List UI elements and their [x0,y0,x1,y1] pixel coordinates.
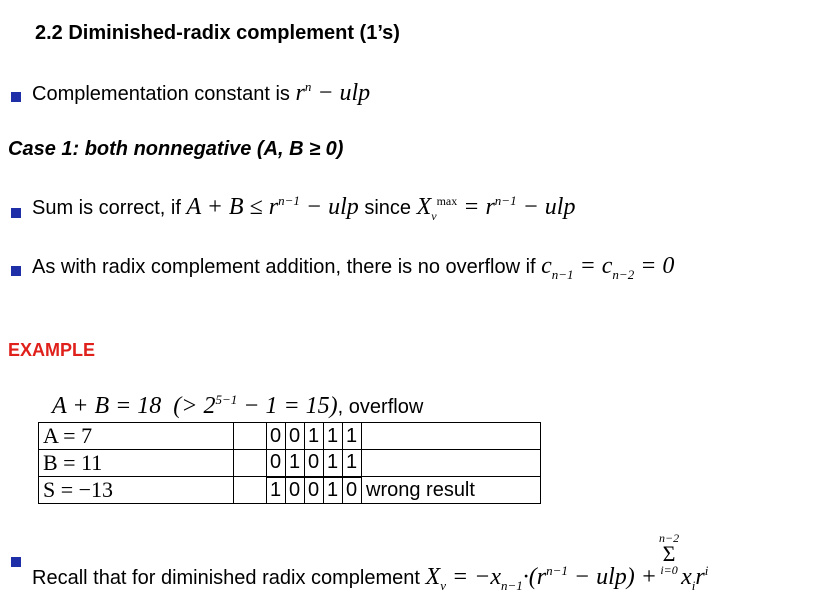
bit-cell: 0 [285,475,305,504]
square-bullet-icon [11,208,21,218]
example-title: EXAMPLE [8,340,96,360]
formula-carry-condition: cn−1 = cn−2 = 0 [541,253,675,282]
table-row: S = −13 1 0 0 1 0 wrong result [38,475,541,504]
formula-sum-condition: A + B ≤ rn−1 − ulp [186,193,359,220]
row-label: A = 7 [38,422,234,450]
note-cell: wrong result [361,476,541,504]
bit-cell: 1 [323,449,343,477]
square-bullet-icon [11,92,21,102]
bullet-text: As with radix complement addition, there… [32,256,542,278]
example-table: A = 7 0 0 1 1 1 B = 11 0 1 0 1 1 S = −13… [38,422,541,504]
bullet-text: Sum is correct, if [32,197,187,219]
bit-cell: 1 [342,422,362,450]
bit-cell: 1 [266,475,286,504]
bullet-text: Recall that for diminished radix complem… [32,567,426,589]
bullet-complement-constant: Complementation constant is rn − ulp [32,80,370,107]
table-row: B = 11 0 1 0 1 1 [38,449,541,477]
square-bullet-icon [11,266,21,276]
bullet-text: Complementation constant is [32,83,296,105]
bit-cell: 0 [342,475,362,504]
bit-cell: 1 [304,422,324,450]
bit-cell: 1 [323,475,343,504]
row-label: S = −13 [38,476,234,504]
square-bullet-icon [11,557,21,567]
bullet-sum-correct: Sum is correct, if A + B ≤ rn−1 − ulp si… [32,193,576,223]
bit-cell: 0 [285,422,305,450]
bit-cell: 1 [285,449,305,477]
table-row: A = 7 0 0 1 1 1 [38,422,541,450]
case-heading: Case 1: both nonnegative (A, B ≥ 0) [8,138,344,160]
bit-cell: 0 [304,449,324,477]
gap-cell [233,476,267,504]
bit-cell: 1 [342,449,362,477]
bullet-recall: Recall that for diminished radix complem… [32,531,708,592]
overflow-label: , overflow [337,396,424,418]
bit-cell: 0 [304,475,324,504]
section-heading: 2.2 Diminished-radix complement (1’s) [35,22,400,44]
bit-cell: 0 [266,449,286,477]
gap-cell [233,422,267,450]
formula-example-sum: A + B = 18 (> 25−1 − 1 = 15) [52,392,338,419]
formula-dr-complement: Xv = −xn−1·(rn−1 − ulp) + [425,563,657,593]
gap-cell [233,449,267,477]
note-cell [361,449,541,477]
formula-sum-term: xiri [681,563,709,593]
row-label: B = 11 [38,449,234,477]
bit-cell: 0 [266,422,286,450]
bullet-no-overflow: As with radix complement addition, there… [32,253,675,282]
note-cell [361,422,541,450]
example-sum-line: A + B = 18 (> 25−1 − 1 = 15), overflow [52,393,423,420]
formula-xmax: Xvmax = rn−1 − ulp [416,193,576,223]
bit-cell: 1 [323,422,343,450]
formula-complement-constant: rn − ulp [295,79,371,106]
bullet-text-since: since [358,197,417,219]
